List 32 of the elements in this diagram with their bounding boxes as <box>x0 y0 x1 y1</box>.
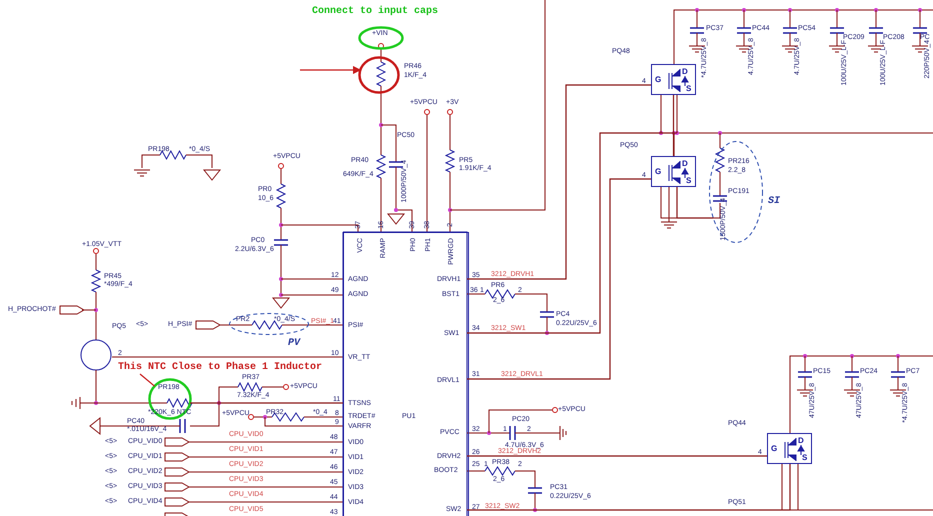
wire <box>467 132 675 334</box>
wire <box>467 464 791 511</box>
wire <box>467 84 651 280</box>
terminal-letter: G <box>655 76 662 84</box>
highlight-circle <box>358 56 400 94</box>
group-mark: PV <box>288 338 300 349</box>
mosfet-symbol <box>651 156 696 187</box>
mosfet-symbol <box>767 433 812 464</box>
terminal-letter: S <box>686 177 692 185</box>
note-text: This NTC Close to Phase 1 Inductor <box>118 362 322 373</box>
group-mark: SI <box>768 196 780 207</box>
terminal-letter: D <box>682 160 688 168</box>
dashed-ellipse <box>708 140 764 244</box>
note-text: Connect to input caps <box>312 6 438 17</box>
terminal-letter: D <box>682 68 688 76</box>
wire <box>676 187 714 219</box>
mosfet-symbol <box>651 64 696 95</box>
ic-package <box>343 232 469 516</box>
wire <box>467 455 767 457</box>
wire <box>190 402 343 404</box>
wire <box>467 178 651 380</box>
terminal-letter: G <box>655 168 662 176</box>
wire <box>672 95 674 156</box>
terminal-letter: D <box>798 437 804 445</box>
leader-line <box>139 373 155 387</box>
terminal-letter: G <box>771 445 778 453</box>
arrow <box>300 66 362 74</box>
dashed-ellipse <box>228 312 310 336</box>
terminal-letter: S <box>686 85 692 93</box>
highlight-ellipse <box>358 26 404 50</box>
highlight-circle <box>148 378 192 420</box>
terminal-letter: S <box>802 454 808 462</box>
